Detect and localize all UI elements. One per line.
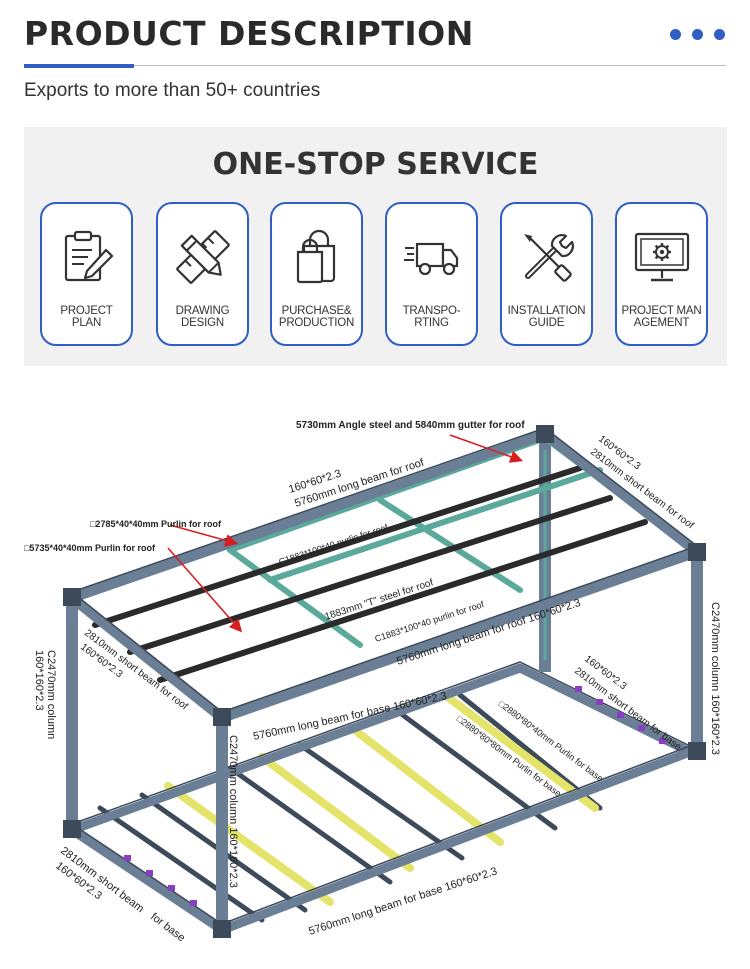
- more-dots[interactable]: [670, 29, 725, 40]
- base-purlin: [297, 742, 465, 861]
- one-stop-service-panel: ONE-STOP SERVICE PROJECT PLAN: [24, 127, 727, 366]
- clipboard-pen-icon: [64, 230, 114, 282]
- monitor-gear-icon: [634, 232, 690, 282]
- label-column-right: C2470mm column 160*160*2.3: [709, 602, 721, 755]
- label-base-long-front: 5760mm long beam for base 160*60*2.3: [307, 865, 499, 937]
- dot-icon: [670, 29, 681, 40]
- card-project-management[interactable]: PROJECT MAN AGEMENT: [615, 202, 708, 346]
- service-title: ONE-STOP SERVICE: [212, 147, 539, 182]
- label-angle-gutter: 5730mm Angle steel and 5840mm gutter for…: [296, 420, 525, 431]
- title-divider: [134, 65, 726, 66]
- service-cards: PROJECT PLAN DRAWING DESIGN: [40, 202, 720, 348]
- pencil-ruler-icon: [176, 230, 230, 284]
- page-title: PRODUCT DESCRIPTION: [24, 14, 474, 53]
- label-column-left-b: 160*160*2.3: [33, 650, 45, 711]
- corner-castings: [63, 425, 706, 938]
- label-column-left-a: C2470mm column: [45, 650, 57, 739]
- base-purlin: [227, 765, 393, 885]
- yellow-purlin: [164, 782, 334, 906]
- card-transporting[interactable]: TRANSPO- RTING: [385, 202, 478, 346]
- base-purlin: [97, 805, 265, 923]
- page-header: PRODUCT DESCRIPTION Exports to more than…: [0, 0, 750, 120]
- label-base-short-left-b: for base: [148, 911, 187, 945]
- card-installation-guide[interactable]: INSTALLATION GUIDE: [500, 202, 593, 346]
- label-purlin-2785: □2785*40*40mm Purlin for roof: [90, 519, 222, 529]
- label-purlin-5735: □5735*40*40mm Purlin for roof: [24, 543, 156, 553]
- yellow-purlin: [441, 691, 599, 812]
- card-purchase-production[interactable]: PURCHASE& PRODUCTION: [270, 202, 363, 346]
- yellow-purlin: [258, 753, 414, 872]
- label-column-front: C2470mm column 160*160*2.3: [227, 735, 239, 888]
- wrench-screwdriver-icon: [524, 234, 574, 282]
- container-frame-diagram: 5730mm Angle steel and 5840mm gutter for…: [0, 390, 750, 969]
- base-bolts: [124, 686, 666, 906]
- card-label: TRANSPO- RTING: [402, 305, 461, 329]
- dot-icon: [714, 29, 725, 40]
- frame-drawing: 5730mm Angle steel and 5840mm gutter for…: [24, 420, 721, 945]
- label-purlin-base-b: □2880*80*80mm Purlin for base: [455, 714, 563, 799]
- label-roof-long-front: 5760mm long beam for roof 160*60*2.3: [395, 597, 582, 668]
- yellow-purlin: [348, 724, 504, 846]
- roof-purlins: [92, 465, 648, 683]
- label-base-short-right: 2810mm short beam for base: [572, 666, 683, 754]
- base-yellow-purlins: [164, 691, 599, 906]
- shopping-bag-icon: [296, 229, 336, 284]
- title-accent-rule: [24, 64, 134, 68]
- card-label: DRAWING DESIGN: [175, 305, 230, 329]
- card-label: PURCHASE& PRODUCTION: [278, 305, 355, 329]
- label-roof-short-right: 2810mm short beam for roof: [588, 447, 696, 532]
- card-drawing-design[interactable]: DRAWING DESIGN: [156, 202, 249, 346]
- card-label: PROJECT MAN AGEMENT: [621, 305, 702, 329]
- dot-icon: [692, 29, 703, 40]
- delivery-truck-icon: [404, 242, 459, 276]
- export-subtitle: Exports to more than 50+ countries: [24, 80, 321, 101]
- card-label: PROJECT PLAN: [60, 305, 113, 329]
- card-label: INSTALLATION GUIDE: [507, 305, 586, 329]
- callout-arrows: [167, 434, 524, 633]
- card-project-plan[interactable]: PROJECT PLAN: [40, 202, 133, 346]
